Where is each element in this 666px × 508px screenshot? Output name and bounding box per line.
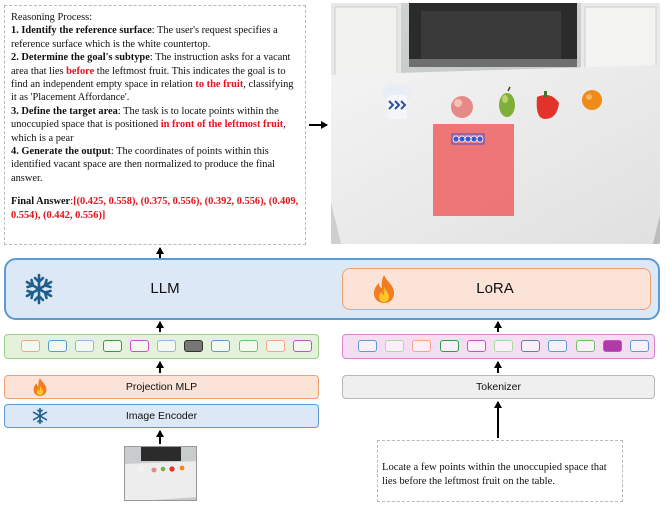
token-square <box>494 340 513 352</box>
tokenizer-label: Tokenizer <box>476 381 521 393</box>
token-square <box>157 340 176 352</box>
step-3-title: 3. Define the target area <box>11 105 118 117</box>
reasoning-panel: Reasoning Process: 1. Identify the refer… <box>4 5 306 245</box>
token-square <box>466 340 486 352</box>
reasoning-step-4: 4. Generate the output: The coordinates … <box>11 145 299 185</box>
token-square <box>385 340 405 352</box>
query-box: Locate a few points within the unoccupie… <box>377 440 623 502</box>
token-square <box>521 340 541 352</box>
token-square <box>358 340 377 352</box>
lora-label: LoRA <box>476 280 514 297</box>
step-2-text-b: the leftmost fruit. This indicates the g… <box>11 65 286 91</box>
token-square <box>211 340 231 352</box>
step-1-title: 1. Identify the reference surface <box>11 25 152 37</box>
token-square <box>21 340 40 352</box>
encoder-label: Image Encoder <box>125 410 198 422</box>
token-square <box>439 340 459 352</box>
projection-mlp-block: Projection MLP <box>4 375 319 399</box>
reasoning-step-2: 2. Determine the goal's subtype: The ins… <box>11 51 299 105</box>
image-encoder-block: Image Encoder <box>4 404 319 428</box>
predicted-points <box>452 135 484 143</box>
snowflake-icon <box>25 273 53 305</box>
projection-label: Projection MLP <box>125 381 198 393</box>
visual-token-strip <box>4 334 319 359</box>
step-1-text: : The user's request specifies a referen… <box>11 25 278 50</box>
final-answer-sep: : <box>70 196 74 208</box>
step-3-highlight: in front of the leftmost fruit <box>160 119 284 131</box>
token-square <box>48 340 68 352</box>
step-2-highlight-b: to the fruit <box>195 79 244 91</box>
input-image-illustration <box>125 447 196 500</box>
step-4-title: 4. Generate the output <box>11 146 111 158</box>
query-text: Locate a few points within the unoccupie… <box>382 462 607 487</box>
token-square <box>102 340 122 352</box>
kitchen-scene-illustration <box>331 3 660 244</box>
step-3-text-a: : The task is to locate points within th… <box>11 105 279 131</box>
token-square <box>238 340 258 352</box>
llm-label: LLM <box>150 280 180 297</box>
reasoning-step-1: 1. Identify the reference surface: The u… <box>11 24 299 51</box>
final-answer-value: [(0.425, 0.558), (0.375, 0.556), (0.392,… <box>11 196 299 221</box>
token-square <box>602 340 622 352</box>
token-square <box>129 340 149 352</box>
step-2-text-c: , classifying it as 'Placement Affordanc… <box>11 79 294 104</box>
tokenizer-block: Tokenizer <box>342 375 655 399</box>
step-2-text-a: : The instruction asks for a vacant area… <box>11 52 291 77</box>
result-image <box>331 3 660 244</box>
token-square <box>630 340 649 352</box>
token-square <box>75 340 95 352</box>
input-image-thumbnail <box>124 446 197 501</box>
token-square <box>412 340 432 352</box>
step-2-title: 2. Determine the goal's subtype <box>11 52 150 64</box>
token-square <box>548 340 568 352</box>
fire-icon <box>33 378 47 396</box>
snowflake-icon <box>32 407 48 425</box>
reasoning-heading: Reasoning Process: <box>11 12 93 23</box>
final-answer: Final Answer:[(0.425, 0.558), (0.375, 0.… <box>11 195 299 222</box>
reasoning-step-3: 3. Define the target area: The task is t… <box>11 105 299 145</box>
step-4-text: : The coordinates of points within this … <box>11 146 275 184</box>
token-square <box>184 340 204 352</box>
token-square <box>293 340 312 352</box>
token-square <box>575 340 595 352</box>
final-answer-label: Final Answer <box>11 196 71 208</box>
step-2-highlight-a: before <box>66 65 95 77</box>
lora-block <box>342 268 651 310</box>
step-3-text-b: , which is a pear <box>11 119 286 144</box>
token-square <box>265 340 285 352</box>
text-token-strip <box>342 334 655 359</box>
fire-icon <box>374 275 394 303</box>
